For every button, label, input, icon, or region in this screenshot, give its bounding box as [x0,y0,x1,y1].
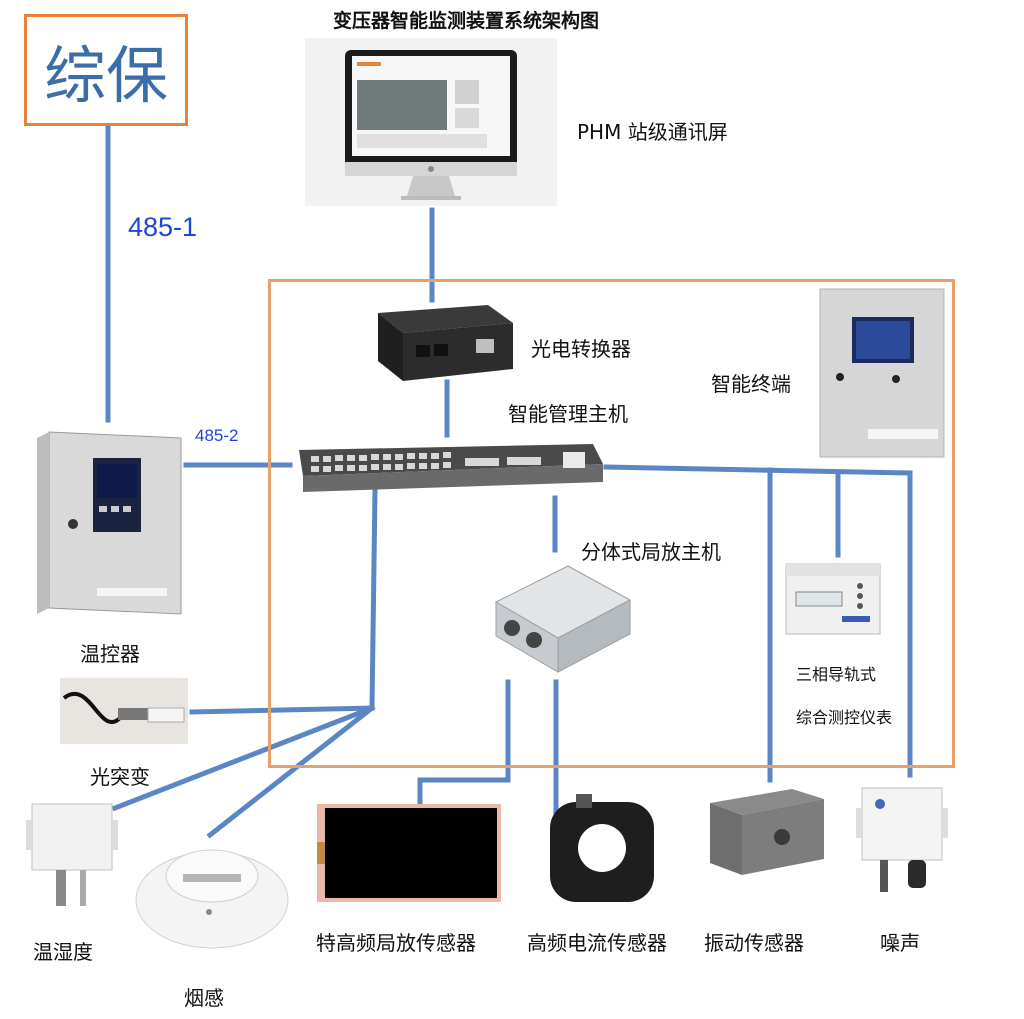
label-noise: 噪声 [880,931,920,955]
temp-controller-image [35,428,185,618]
temp-humidity-image [24,800,120,910]
diagram-title: 变压器智能监测装置系统架构图 [333,10,600,32]
label-vibration-sensor: 振动传感器 [704,931,804,955]
line-pd-uhf [417,679,511,808]
label-photoelectric-converter: 光电转换器 [531,337,631,361]
line-hub-optical [189,705,375,715]
label-temp-humidity: 温湿度 [33,940,93,964]
vibration-sensor-image [706,785,828,877]
link-label-485-1: 485-1 [128,212,198,242]
hfct-sensor-image [540,792,660,906]
label-uhf-sensor: 特高频局放传感器 [316,931,476,955]
label-smart-host: 智能管理主机 [508,402,628,426]
label-pd-host: 分体式局放主机 [581,540,721,564]
label-meter-line2: 综合测控仪表 [796,708,893,727]
meter-image [782,556,884,638]
zongbao-box: 综保 [24,14,188,126]
phm-monitor-image [305,38,557,206]
noise-sensor-image [852,784,952,896]
line-host-hub [369,487,378,711]
photoelectric-converter-image [368,303,518,383]
pd-host-image [488,560,633,675]
line-hub-temphum [111,704,376,812]
optical-surge-image [60,678,188,744]
label-optical-surge: 光突变 [90,765,150,789]
smoke-detector-image [133,820,291,952]
smart-host-image [293,436,605,494]
link-label-485-2: 485-2 [195,426,239,445]
label-smart-terminal: 智能终端 [711,372,791,396]
label-hfct-sensor: 高频电流传感器 [527,931,667,955]
label-meter-line1: 三相导轨式 [796,665,877,684]
label-smoke: 烟感 [184,986,224,1010]
system-frame [268,279,955,768]
uhf-sensor-image [315,802,503,904]
label-phm-screen: PHM 站级通讯屏 [577,120,728,144]
label-temp-controller: 温控器 [80,642,140,666]
line-hub-smoke [206,704,376,839]
smart-terminal-image [818,287,946,459]
line-host-meter-vibration [603,464,913,778]
